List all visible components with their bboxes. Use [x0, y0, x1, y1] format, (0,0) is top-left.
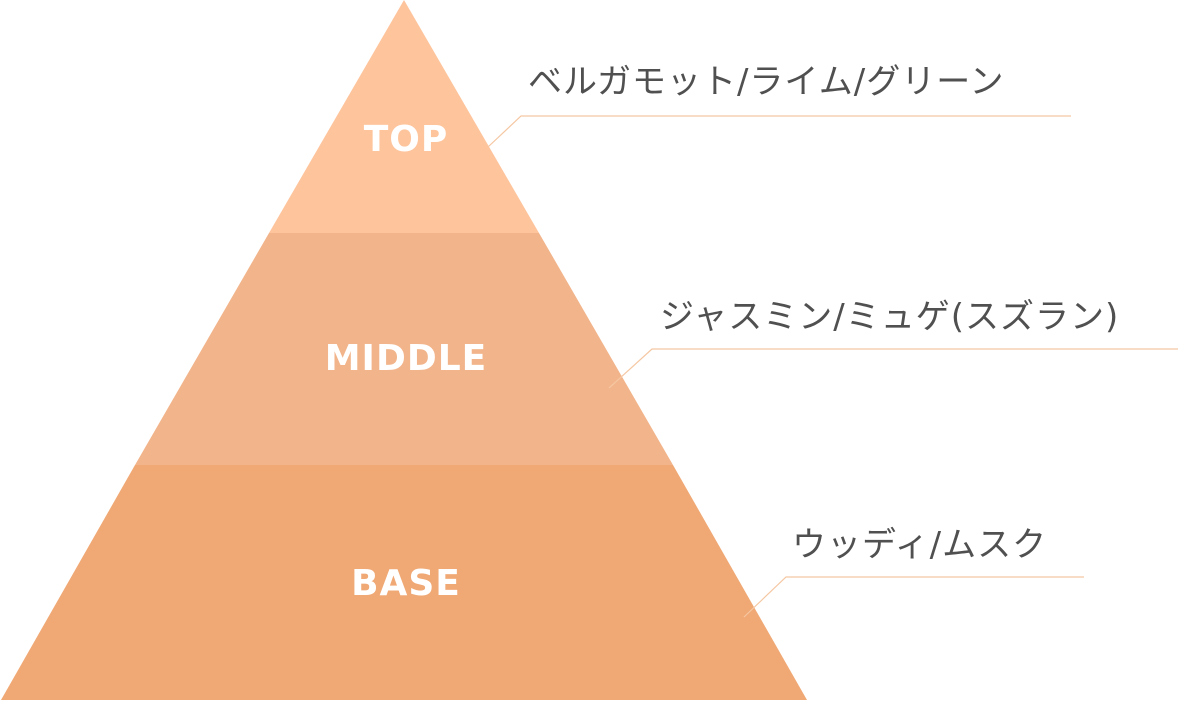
leader-line-middle — [608, 348, 1178, 389]
notes-label-middle: ジャスミン/ミュゲ(スズラン) — [660, 297, 1119, 337]
pyramid-tier-top — [269, 0, 539, 233]
leader-line-base — [743, 576, 1084, 618]
tier-label-base: BASE — [351, 563, 461, 604]
notes-label-top: ベルガモット/ライム/グリーン — [528, 62, 1005, 102]
tier-label-middle: MIDDLE — [325, 338, 488, 379]
pyramid-tier-base — [1, 465, 807, 700]
leader-line-top — [487, 115, 1071, 148]
tier-label-top: TOP — [364, 119, 449, 160]
notes-label-base: ウッディ/ムスク — [792, 525, 1047, 565]
pyramid-tier-middle — [135, 233, 673, 465]
